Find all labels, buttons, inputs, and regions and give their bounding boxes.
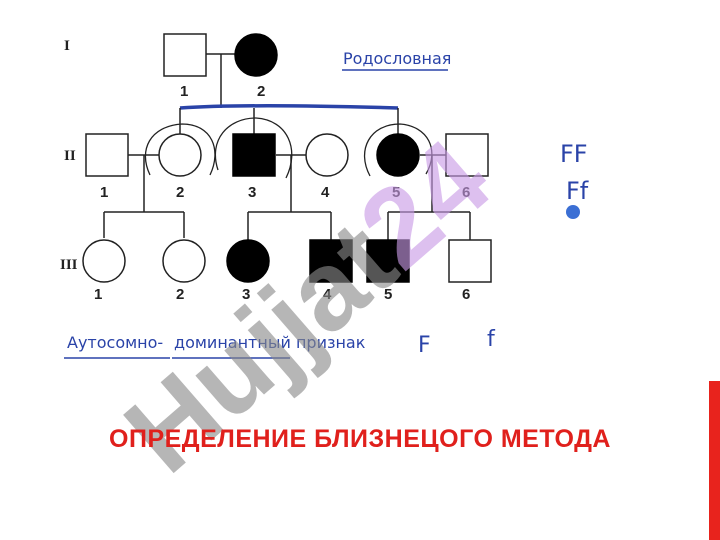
slide-title: ОПРЕДЕЛЕНИЕ БЛИЗНЕЦОГО МЕТОДА: [109, 425, 611, 453]
genotype-ff-hetero: Ff: [566, 177, 589, 205]
individual-ii6-male: [445, 133, 489, 177]
generation-label-2: II: [64, 148, 76, 164]
label-ii6: 6: [462, 184, 470, 201]
label-ii4: 4: [321, 184, 330, 201]
generation-label-1: I: [64, 38, 70, 54]
individual-ii5-female-affected: [376, 133, 420, 177]
label-iii1: 1: [94, 286, 102, 303]
caption-pedigree: Родословная: [343, 49, 451, 68]
individual-i2-female-affected: [234, 33, 278, 77]
generation-label-3: III: [60, 257, 78, 273]
individual-i1-male: [163, 33, 207, 77]
label-i1: 1: [180, 83, 188, 100]
individual-ii4-female: [305, 133, 349, 177]
individual-iii2-female: [162, 239, 206, 283]
allele-recessive: f: [487, 327, 496, 352]
individual-ii1-male: [85, 133, 129, 177]
label-ii5: 5: [392, 184, 400, 201]
sibship-line-ii: [179, 103, 399, 110]
caption-inheritance-part1: Аутосомно-: [67, 333, 163, 352]
label-ii3: 3: [248, 184, 256, 201]
accent-bar: [709, 381, 720, 540]
caption-inheritance-part2: доминантный признак: [174, 333, 366, 352]
label-iii3: 3: [242, 286, 250, 303]
label-iii4: 4: [323, 286, 332, 303]
individual-ii2-female: [158, 133, 202, 177]
label-iii5: 5: [384, 286, 392, 303]
individual-iii6-male: [448, 239, 492, 283]
individual-iii4-male-affected: [309, 239, 353, 283]
individual-iii5-male-affected: [366, 239, 410, 283]
label-i2: 2: [257, 83, 265, 100]
label-iii6: 6: [462, 286, 470, 303]
allele-dominant: F: [418, 333, 431, 358]
individual-ii3-male-affected: [232, 133, 276, 177]
label-iii2: 2: [176, 286, 184, 303]
label-ii2: 2: [176, 184, 184, 201]
individual-iii3-female-affected: [226, 239, 270, 283]
individual-iii1-female: [82, 239, 126, 283]
hand-circle-ii5: [363, 123, 433, 177]
genotype-ff: FF: [560, 140, 588, 168]
blue-dot-marker: [566, 205, 580, 219]
label-ii1: 1: [100, 184, 108, 201]
hand-circle-ii3: [214, 117, 293, 179]
